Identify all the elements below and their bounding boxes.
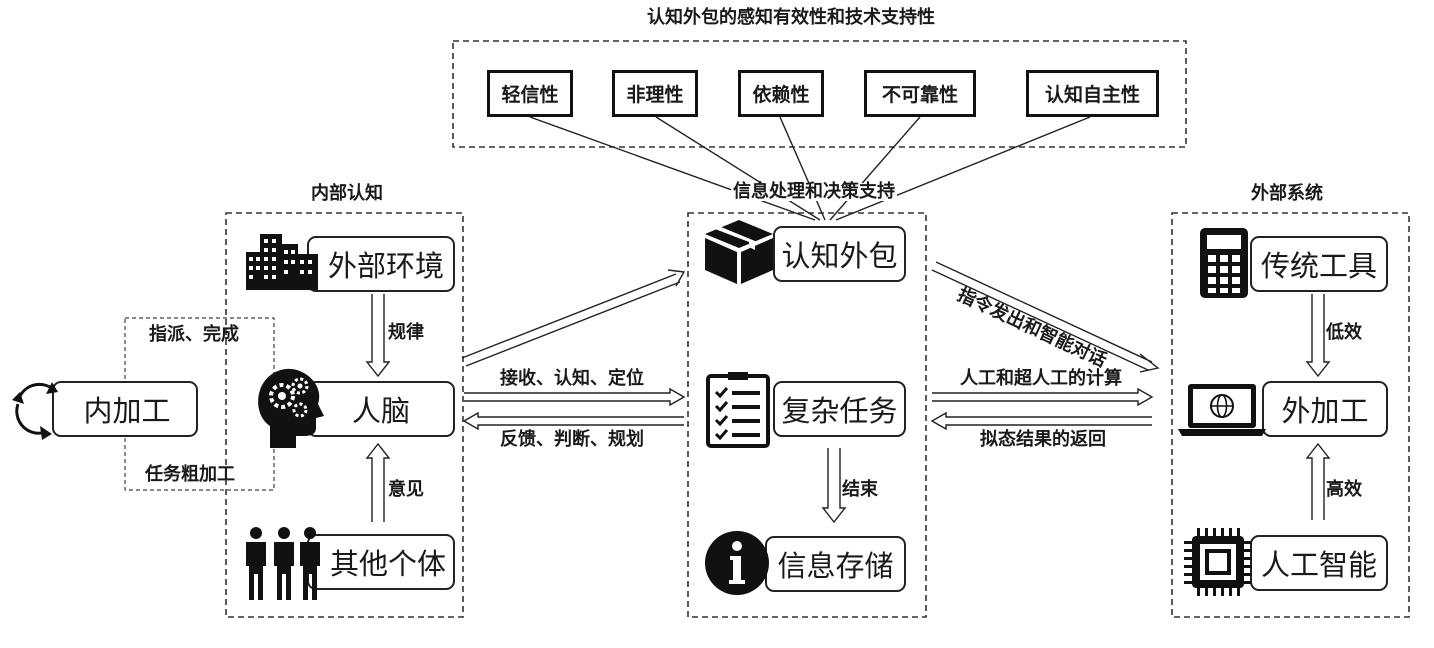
hub-label: 信息处理和决策支持	[731, 181, 897, 202]
brain-gears-icon	[258, 368, 324, 448]
laptop-globe-icon	[1178, 384, 1266, 436]
people-group-icon	[246, 527, 320, 600]
calculator-icon	[1200, 228, 1248, 298]
buildings-icon	[246, 234, 318, 290]
arrow-return	[930, 411, 1152, 431]
arrow-low-label: 低效	[1326, 322, 1362, 343]
arrow-low	[1305, 294, 1331, 378]
arrow-receive	[464, 387, 686, 407]
property-connectors	[529, 116, 1091, 221]
arrow-to-outsourcing	[461, 269, 686, 367]
arrow-opinion	[365, 442, 391, 522]
properties-frame	[452, 40, 1187, 148]
flow-compute-label: 人工和超人工的计算	[960, 368, 1122, 389]
flow-receive-label: 接收、认知、定位	[500, 368, 644, 389]
artificial-intelligence-node: 人工智能	[1250, 535, 1388, 591]
external-environment-node: 外部环境	[307, 236, 455, 292]
cognitive-outsourcing-node: 认知外包	[773, 226, 906, 282]
arrow-rules-label: 规律	[388, 322, 424, 343]
property-unreliability: 不可靠性	[864, 70, 976, 117]
traditional-tools-node: 传统工具	[1250, 236, 1388, 292]
information-storage-node: 信息存储	[765, 536, 906, 592]
arrow-opinion-label: 意见	[388, 479, 424, 500]
flow-return-label: 拟态结果的返回	[980, 429, 1106, 450]
arrow-high-label: 高效	[1326, 479, 1362, 500]
arrow-high	[1305, 442, 1331, 520]
center-frame	[687, 212, 927, 618]
inner-processing-node: 内加工	[52, 381, 198, 437]
property-dependency: 依赖性	[738, 70, 824, 117]
package-box-icon	[705, 220, 773, 284]
checklist-icon	[706, 372, 770, 448]
external-system-title: 外部系统	[1251, 183, 1323, 204]
complex-task-node: 复杂任务	[773, 381, 906, 437]
external-system-frame	[1171, 212, 1410, 618]
other-individuals-node: 其他个体	[307, 534, 455, 590]
assign-complete-label: 指派、完成	[149, 324, 239, 345]
arrow-compute	[932, 387, 1154, 407]
arrow-rules	[365, 294, 391, 378]
cycle-arrows-icon	[12, 382, 58, 440]
arrow-end-label: 结束	[842, 479, 878, 500]
arrow-instruction	[931, 261, 1160, 373]
diagram-title: 认知外包的感知有效性和技术支持性	[647, 7, 935, 28]
info-icon	[705, 531, 769, 595]
property-irrationality: 非理性	[612, 70, 698, 117]
flow-feedback-label: 反馈、判断、规划	[500, 429, 644, 450]
arrow-feedback	[462, 411, 684, 431]
human-brain-node: 人脑	[307, 381, 455, 437]
arrow-end	[821, 448, 847, 524]
chip-icon	[1184, 528, 1252, 596]
internal-cognition-title: 内部认知	[311, 183, 383, 204]
property-cognitive-autonomy: 认知自主性	[1026, 70, 1159, 117]
external-processing-node: 外加工	[1262, 381, 1388, 437]
property-credulity: 轻信性	[487, 70, 573, 117]
internal-cognition-frame	[225, 212, 464, 618]
coarse-processing-label: 任务粗加工	[145, 464, 235, 485]
